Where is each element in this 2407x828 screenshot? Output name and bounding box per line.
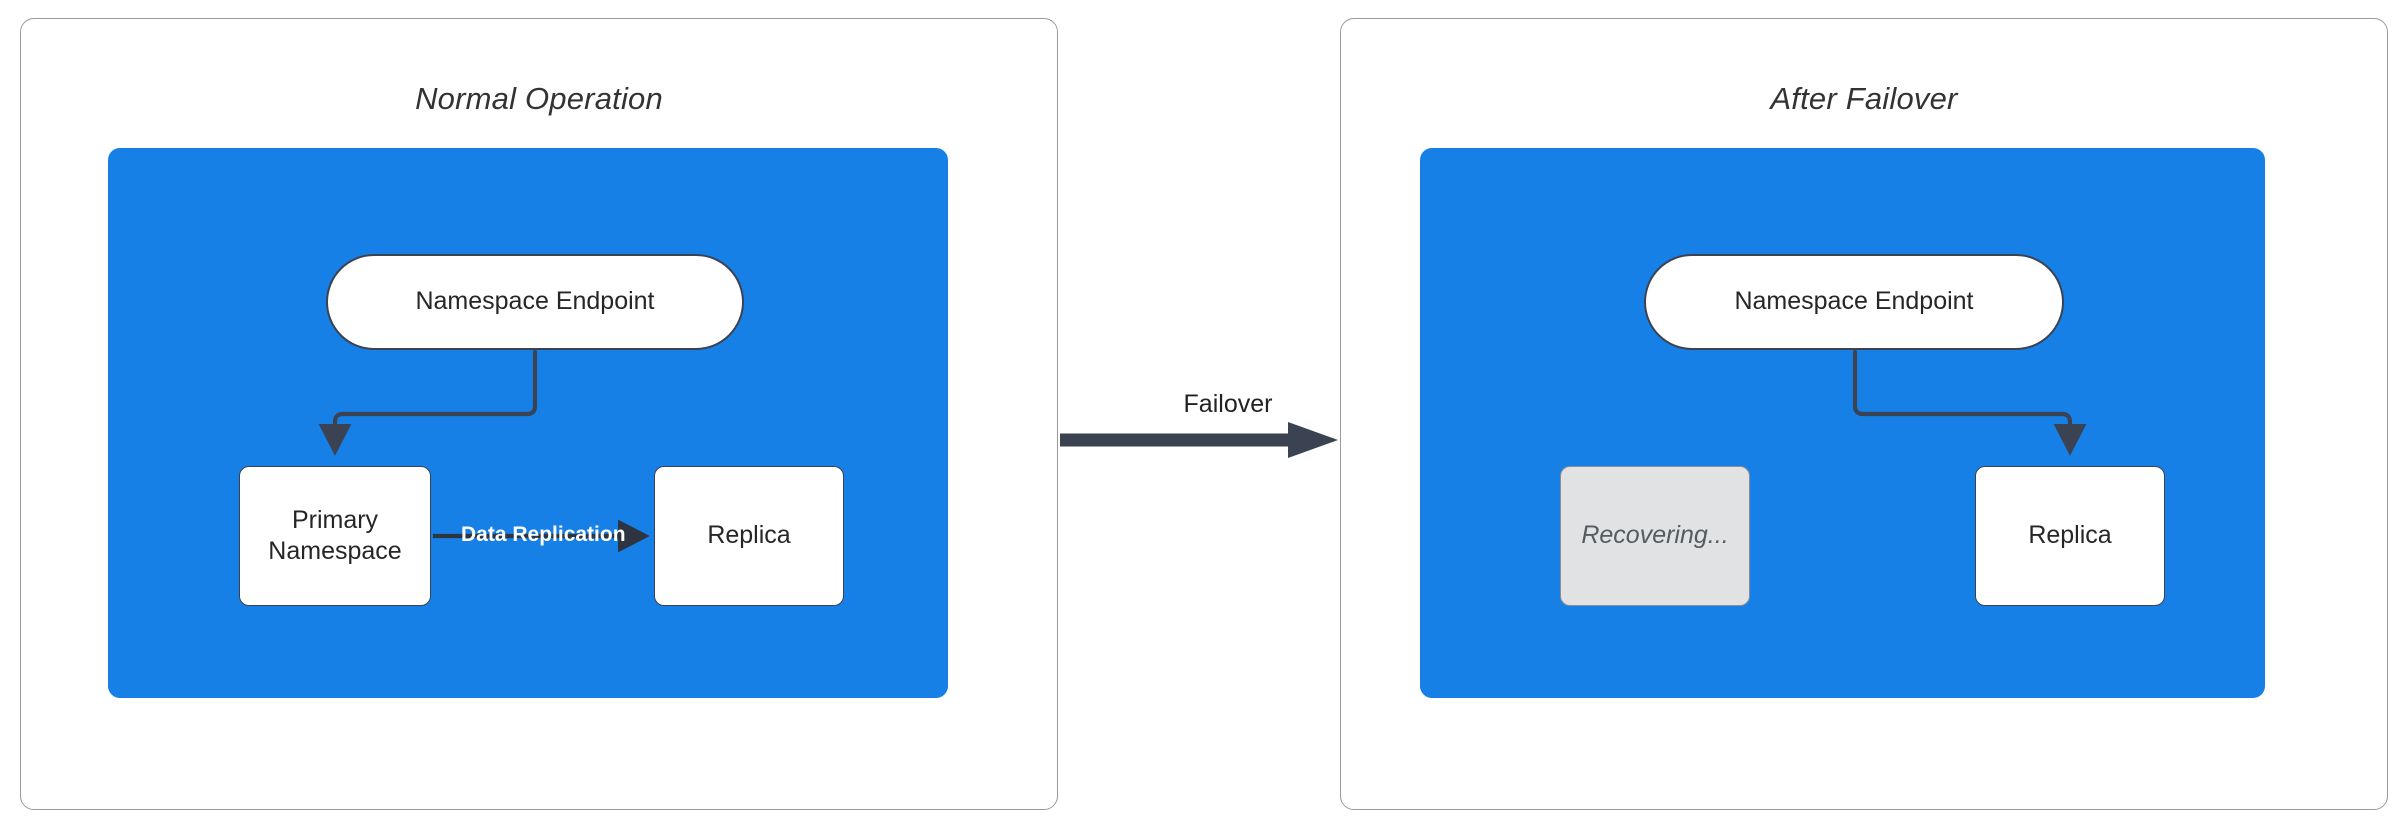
node-replica-left[interactable]: Replica bbox=[654, 466, 844, 606]
panel-title-normal-operation: Normal Operation bbox=[415, 81, 663, 116]
region-normal-operation bbox=[108, 148, 948, 698]
node-namespace-endpoint-left[interactable]: Namespace Endpoint bbox=[326, 254, 744, 350]
node-label: Replica bbox=[2028, 521, 2112, 550]
node-label: Replica bbox=[707, 521, 791, 550]
node-recovering[interactable]: Recovering... bbox=[1560, 466, 1750, 606]
node-label: Recovering... bbox=[1581, 521, 1729, 550]
node-primary-namespace[interactable]: Primary Namespace bbox=[239, 466, 431, 606]
node-label: Primary Namespace bbox=[268, 505, 402, 565]
node-label: Namespace Endpoint bbox=[1734, 287, 1974, 316]
region-after-failover bbox=[1420, 148, 2265, 698]
failover-transition-arrow bbox=[1060, 422, 1338, 458]
node-replica-right[interactable]: Replica bbox=[1975, 466, 2165, 606]
node-label: Namespace Endpoint bbox=[415, 287, 655, 316]
panel-title-after-failover: After Failover bbox=[1770, 81, 1958, 116]
node-namespace-endpoint-right[interactable]: Namespace Endpoint bbox=[1644, 254, 2064, 350]
transition-label-failover: Failover bbox=[1183, 390, 1273, 418]
edge-label-data-replication: Data Replication bbox=[461, 523, 626, 546]
